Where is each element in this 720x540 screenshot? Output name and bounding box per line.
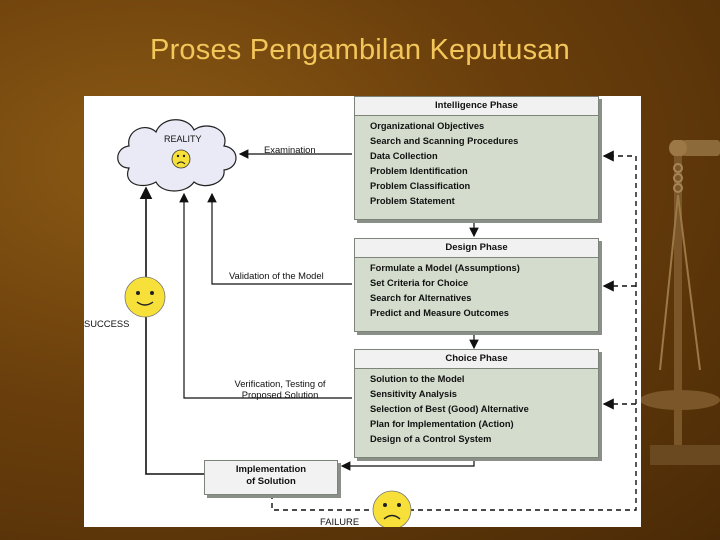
verification-label-line1: Verification, Testing of: [234, 378, 326, 389]
design-phase-box: Design Phase Formulate a Model (Assumpti…: [354, 238, 599, 332]
slide-title: Proses Pengambilan Keputusan: [150, 34, 570, 66]
phase-list-item: Selection of Best (Good) Alternative: [370, 404, 529, 415]
reality-label: REALITY: [164, 134, 202, 144]
success-smiley-icon: [124, 276, 166, 318]
phase-list-item: Problem Statement: [370, 196, 455, 207]
phase-list-item: Search for Alternatives: [370, 293, 472, 304]
phase-list-item: Search and Scanning Procedures: [370, 136, 519, 147]
verification-label-line2: Proposed Solution: [241, 389, 319, 400]
phase-list-item: Predict and Measure Outcomes: [370, 308, 509, 319]
choice-phase-box: Choice Phase Solution to the Model Sensi…: [354, 349, 599, 458]
failure-sad-face-icon: [372, 490, 412, 527]
diagram-connectors: [117, 119, 637, 527]
implementation-line2: of Solution: [246, 475, 296, 487]
intelligence-phase-box: Intelligence Phase Organizational Object…: [354, 96, 599, 220]
phase-list-item: Data Collection: [370, 151, 438, 162]
phase-list-item: Organizational Objectives: [370, 121, 485, 131]
phase-list-item: Design of a Control System: [370, 434, 492, 445]
decision-process-diagram: REALITY Examination Validation of the Mo…: [84, 96, 641, 527]
implementation-box: Implementation of Solution: [204, 460, 338, 495]
phase-list-item: Sensitivity Analysis: [370, 389, 457, 400]
phase-list-item: Problem Classification: [370, 181, 471, 192]
phase-list-item: Plan for Implementation (Action): [370, 419, 514, 430]
examination-label: Examination: [264, 144, 316, 155]
reality-sad-face-icon: [171, 149, 191, 169]
phase-list-item: Set Criteria for Choice: [370, 278, 469, 289]
choice-phase-title: Choice Phase: [355, 350, 598, 369]
verification-label: Verification, Testing of Proposed Soluti…: [220, 378, 340, 400]
scales-of-justice-icon: [640, 140, 720, 465]
design-phase-title: Design Phase: [355, 239, 598, 258]
failure-label: FAILURE: [320, 516, 360, 527]
phase-list-item: Problem Identification: [370, 166, 468, 177]
phase-list-item: Formulate a Model (Assumptions): [370, 263, 520, 273]
phase-list-item: Solution to the Model: [370, 374, 465, 384]
success-label: SUCCESS: [84, 318, 130, 329]
validation-label: Validation of the Model: [229, 270, 324, 281]
implementation-line1: Implementation: [235, 464, 307, 475]
intelligence-phase-title: Intelligence Phase: [355, 97, 598, 116]
